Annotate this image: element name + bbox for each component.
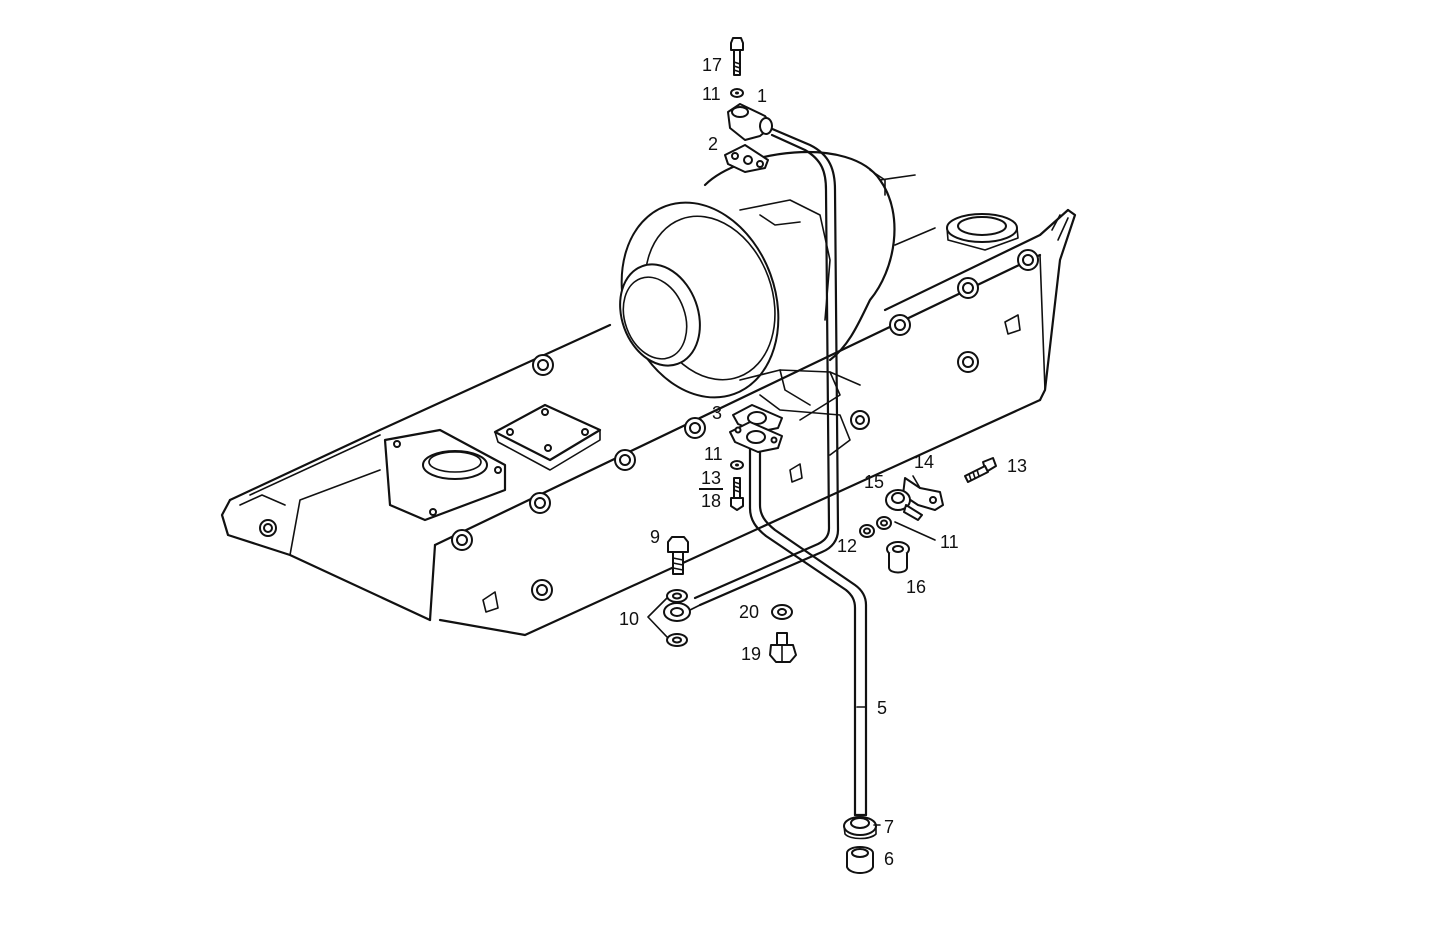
callout-18-frac: 18 [701, 491, 722, 511]
gasket-2 [724, 144, 769, 173]
callout-17: 17 [702, 55, 723, 75]
washers-10 [647, 589, 701, 647]
fitting-1 [727, 103, 773, 141]
callout-7: 7 [884, 817, 895, 837]
callout-5: 5 [877, 698, 888, 718]
callout-20: 20 [739, 602, 760, 622]
callout-11-mid: 11 [704, 444, 723, 464]
callout-2: 2 [708, 134, 719, 154]
oil-drain-pipe [748, 443, 868, 817]
clip-15 [885, 489, 923, 521]
bolt-13-18 [730, 477, 744, 511]
sleeve-6 [846, 846, 874, 874]
oil-feed-pipe [693, 126, 840, 607]
engine-block [220, 208, 1077, 637]
callout-11-right: 11 [940, 532, 959, 552]
seal-7 [843, 816, 877, 840]
bolt-13-right [964, 457, 997, 483]
banjo-bolt-9 [667, 536, 689, 575]
callout-13-over-18: 13 18 [699, 468, 724, 511]
callout-16: 16 [906, 577, 927, 597]
callout-13-frac: 13 [699, 468, 724, 490]
callout-13-right: 13 [1007, 456, 1028, 476]
callout-6: 6 [884, 849, 895, 869]
callout-10: 10 [619, 609, 640, 629]
grommet-16 [886, 541, 910, 574]
plug-19 [769, 632, 797, 663]
callout-15: 15 [864, 472, 885, 492]
callout-3: 3 [712, 403, 723, 423]
callout-1: 1 [757, 86, 768, 106]
callout-19: 19 [741, 644, 762, 664]
callout-11-top: 11 [702, 84, 721, 104]
turbocharger [619, 151, 936, 456]
callout-12: 12 [837, 536, 858, 556]
washer-20 [771, 604, 793, 620]
callout-14: 14 [914, 452, 935, 472]
callout-9: 9 [650, 527, 661, 547]
bolt-17 [730, 37, 744, 76]
gasket-3 [729, 404, 783, 453]
